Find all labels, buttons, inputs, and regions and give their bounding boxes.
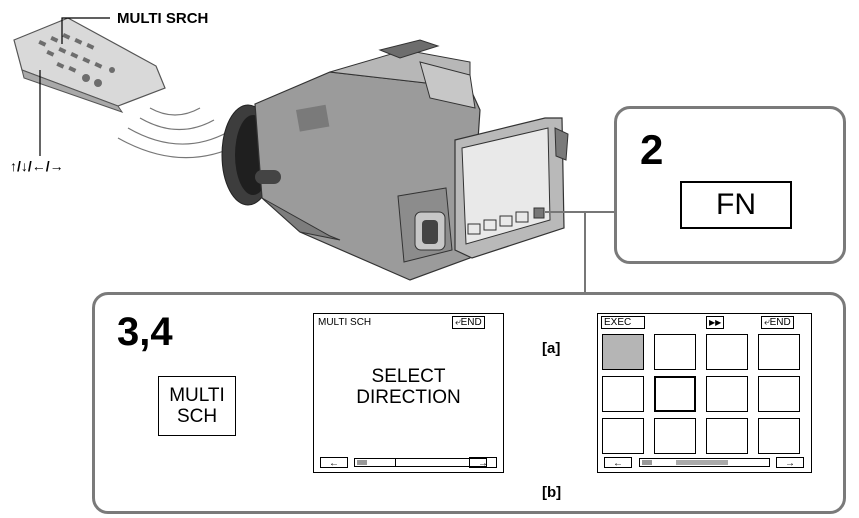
screen2-progress-bar [639, 458, 770, 467]
message-line2: DIRECTION [356, 387, 461, 408]
thumbnail-2[interactable] [654, 334, 696, 370]
remote-control-icon [13, 17, 166, 113]
thumbnail-9[interactable] [602, 418, 644, 454]
camcorder-icon [221, 39, 569, 281]
thumbnail-5[interactable] [602, 376, 644, 412]
screen2-right-arrow-button[interactable]: → [776, 457, 804, 469]
annotation-a: [a] [542, 340, 561, 357]
multi-sch-button[interactable]: MULTI SCH [158, 376, 236, 436]
thumbnail-3[interactable] [706, 334, 748, 370]
return-icon: ⤶ [764, 317, 770, 328]
fn-button[interactable]: FN [680, 181, 792, 229]
screen1-end-button[interactable]: ⤶END [452, 316, 485, 329]
screen1-title: MULTI SCH [318, 317, 372, 328]
select-direction-message: SELECT DIRECTION [313, 366, 504, 408]
return-icon: ⤶ [455, 317, 461, 328]
thumbnail-8[interactable] [758, 376, 800, 412]
fast-forward-icon: ▶▶ [706, 316, 725, 329]
arrow-keys-label: ↑/↓/←/→ [10, 158, 64, 174]
thumbnail-6[interactable] [654, 376, 696, 412]
thumbnail-11[interactable] [706, 418, 748, 454]
step-2-number: 2 [640, 126, 664, 173]
screen1-progress-bar [354, 458, 487, 467]
thumbnail-4[interactable] [758, 334, 800, 370]
screen1-left-arrow-button[interactable]: ← [320, 457, 348, 469]
step-2-panel [614, 106, 846, 264]
screen2-end-button[interactable]: ⤶END [761, 316, 794, 329]
end-label: END [460, 317, 482, 328]
thumbnail-grid [601, 332, 807, 454]
end-label: END [769, 317, 791, 328]
exec-button[interactable]: EXEC [601, 316, 645, 329]
screen1-right-arrow-button[interactable]: → [469, 457, 497, 469]
screen2-left-arrow-button[interactable]: ← [604, 457, 632, 469]
thumbnail-1[interactable] [602, 334, 644, 370]
thumbnail-10[interactable] [654, 418, 696, 454]
annotation-b: [b] [542, 484, 562, 501]
thumbnail-12[interactable] [758, 418, 800, 454]
multi-sch-line1: MULTI [169, 385, 225, 406]
message-line1: SELECT [371, 366, 446, 387]
multi-sch-line2: SCH [176, 406, 218, 427]
thumbnail-7[interactable] [706, 376, 748, 412]
step-3-4-number: 3,4 [117, 310, 173, 354]
multi-srch-label: MULTI SRCH [117, 10, 209, 27]
multi-sch-screen [313, 313, 504, 473]
